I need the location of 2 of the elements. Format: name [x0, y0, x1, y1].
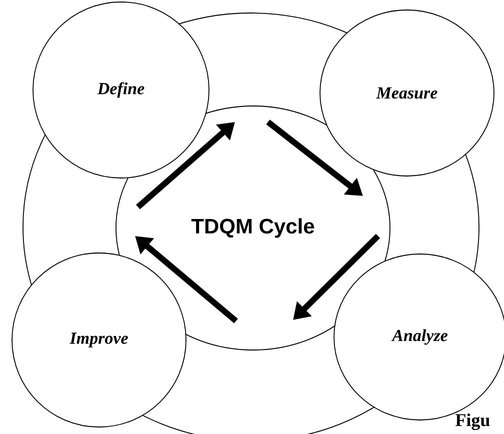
node-label: Analyze: [391, 329, 448, 345]
node-label: Measure: [376, 87, 438, 99]
